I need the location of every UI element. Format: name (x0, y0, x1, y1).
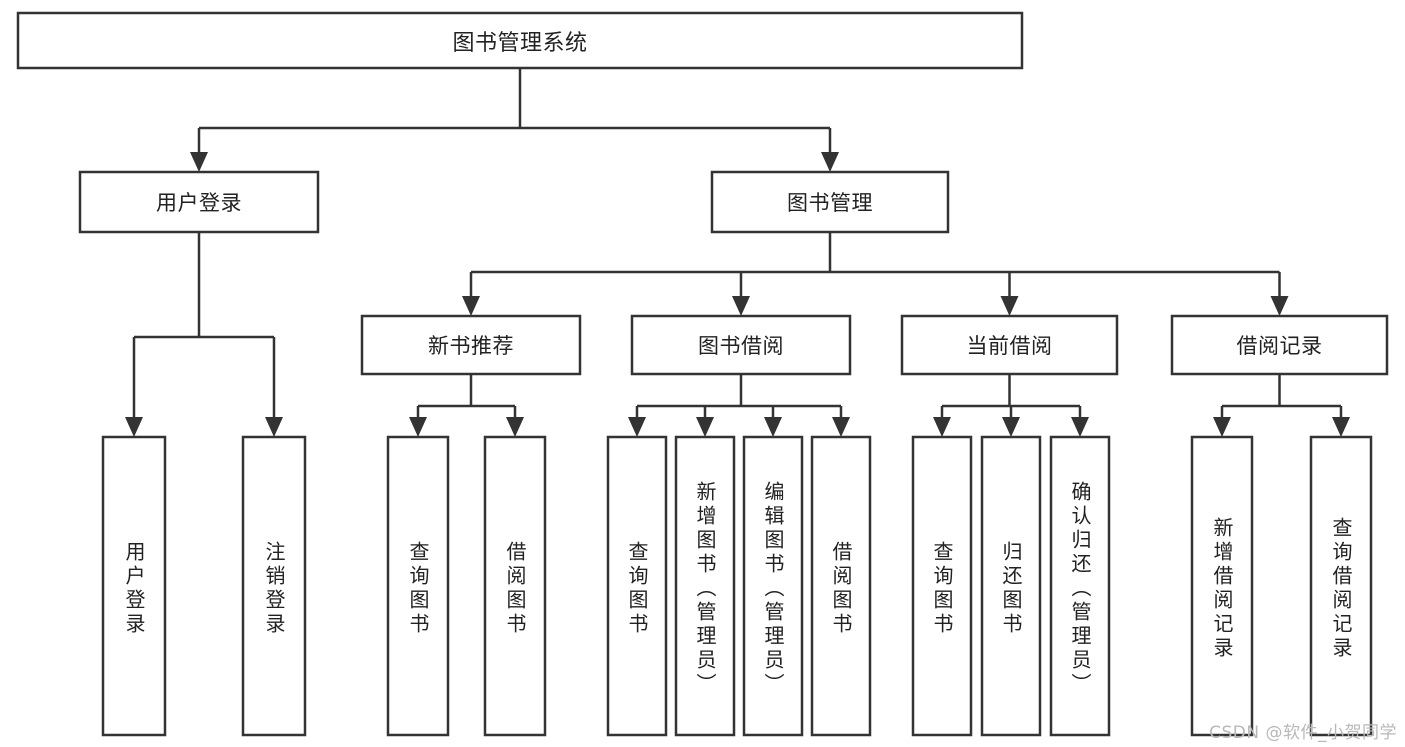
node-box-leaf-confirm-return[interactable] (1049, 435, 1111, 737)
arrow-head-icon-leaf-query-book-cur (933, 417, 951, 437)
node-box-leaf-borrow-book-rec[interactable] (483, 435, 547, 737)
arrow-head-icon-leaf-query-book-rec (409, 417, 427, 437)
node-box-leaf-user-login[interactable] (101, 435, 167, 737)
arrow-head-icon-book-borrow (732, 296, 750, 316)
arrow-head-icon-leaf-add-record (1213, 417, 1231, 437)
arrow-head-icon-leaf-query-record (1332, 417, 1350, 437)
node-box-leaf-user-logout[interactable] (241, 435, 307, 737)
arrow-head-icon-user-login (190, 152, 208, 172)
node-box-leaf-add-book[interactable] (674, 435, 736, 737)
node-box-leaf-edit-book[interactable] (742, 435, 804, 737)
node-box-leaf-add-record[interactable] (1190, 435, 1254, 737)
connector-layer (125, 68, 1350, 437)
node-box-current-borrow[interactable] (900, 314, 1119, 376)
node-box-leaf-query-book-rec[interactable] (386, 435, 450, 737)
arrow-head-icon-leaf-borrow-book (832, 417, 850, 437)
node-box-leaf-query-book-cur[interactable] (911, 435, 973, 737)
arrow-head-icon-leaf-confirm-return (1071, 417, 1089, 437)
watermark: CSDN @软件_小贺同学 (1209, 723, 1397, 743)
arrow-head-icon-leaf-return-book (1002, 417, 1020, 437)
arrow-head-icon-leaf-add-book (696, 417, 714, 437)
node-box-book-borrow[interactable] (630, 314, 852, 376)
node-box-new-book-rec[interactable] (360, 314, 582, 376)
node-box-user-login[interactable] (78, 170, 320, 234)
arrow-head-icon-leaf-user-login (125, 417, 143, 437)
arrow-head-icon-book-manage (821, 152, 839, 172)
node-box-leaf-return-book[interactable] (980, 435, 1042, 737)
node-box-layer (16, 11, 1389, 737)
arrow-head-icon-new-book-rec (462, 296, 480, 316)
arrow-head-icon-current-borrow (1000, 296, 1019, 316)
arrow-head-icon-borrow-record (1270, 296, 1289, 316)
arrow-head-icon-leaf-user-logout (265, 417, 283, 437)
node-box-leaf-borrow-book[interactable] (810, 435, 872, 737)
node-box-book-manage[interactable] (710, 170, 950, 234)
arrow-head-icon-leaf-edit-book (764, 417, 782, 437)
arrow-head-icon-leaf-borrow-book-rec (506, 417, 524, 437)
arrow-head-icon-leaf-query-book-borrow (628, 417, 646, 437)
node-box-leaf-query-record[interactable] (1309, 435, 1373, 737)
node-box-leaf-query-book-borrow[interactable] (606, 435, 668, 737)
node-box-root[interactable] (16, 11, 1024, 70)
node-box-borrow-record[interactable] (1170, 314, 1389, 376)
